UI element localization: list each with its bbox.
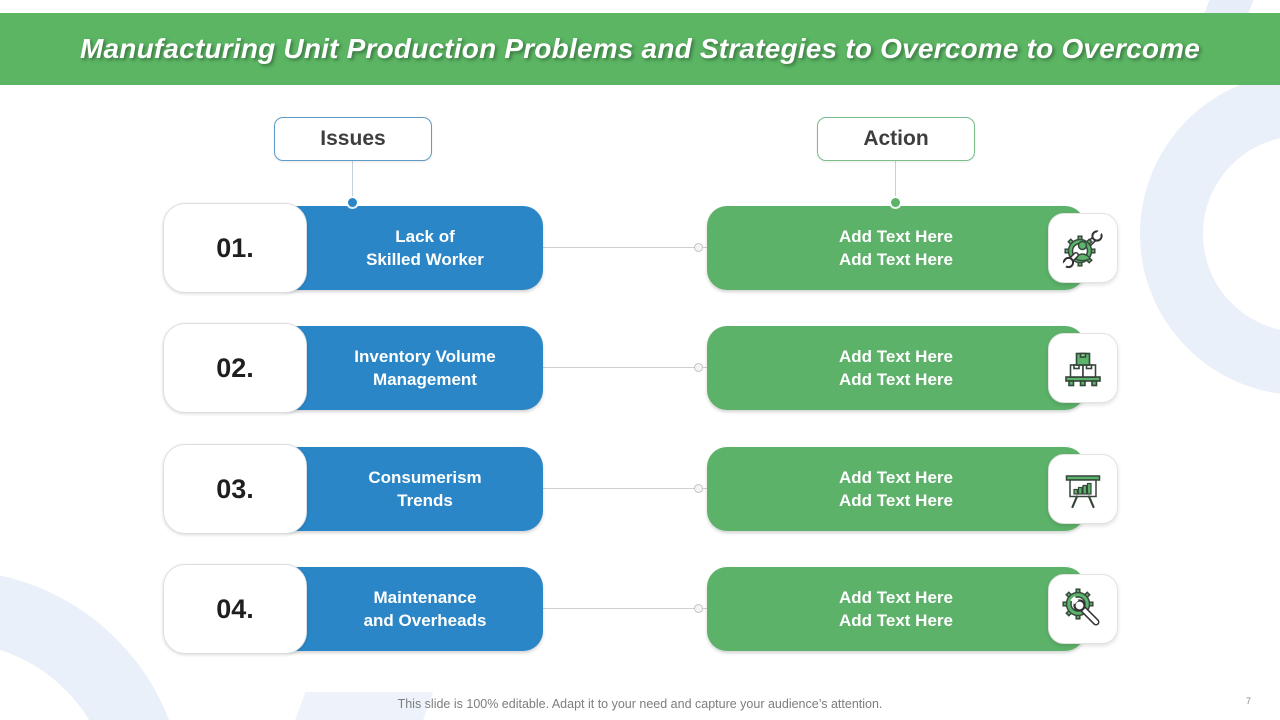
footer-note: This slide is 100% editable. Adapt it to…: [397, 697, 883, 711]
issue-text-line1: Lack of: [395, 227, 455, 246]
action-column-label: Action: [817, 117, 975, 161]
issue-text-line2: and Overheads: [363, 611, 487, 630]
decorative-wedge-top-right: [1204, 0, 1254, 13]
row-connector-line: [543, 367, 707, 368]
action-icon-box: [1048, 574, 1118, 644]
row-number: 01.: [216, 232, 254, 263]
action-box: Add Text Here Add Text Here: [707, 447, 1085, 531]
action-label-text: Action: [863, 127, 929, 150]
action-connector-dot: [891, 198, 900, 207]
action-text-line1: Add Text Here: [839, 347, 953, 366]
row-connector-dot: [694, 243, 703, 252]
action-icon-box: [1048, 333, 1118, 403]
row-connector-line: [543, 247, 707, 248]
inventory-pallet-icon: [1065, 352, 1101, 387]
row-connector-line: [543, 608, 707, 609]
issue-text-line1: Consumerism: [368, 468, 482, 487]
issues-label-text: Issues: [320, 127, 386, 150]
row-number: 02.: [216, 352, 254, 383]
action-text-line2: Add Text Here: [839, 250, 953, 269]
action-text-line2: Add Text Here: [839, 370, 953, 389]
action-box: Add Text Here Add Text Here: [707, 567, 1085, 651]
row-number-box: 04.: [163, 564, 307, 654]
action-icon-box: [1048, 213, 1118, 283]
issue-box: Maintenance and Overheads: [270, 567, 543, 651]
issue-box: Lack of Skilled Worker: [270, 206, 543, 290]
action-text-line2: Add Text Here: [839, 491, 953, 510]
issue-text-line1: Maintenance: [373, 588, 477, 607]
table-row: 01. Lack of Skilled Worker Add Text Here…: [0, 203, 1280, 293]
row-number-box: 03.: [163, 444, 307, 534]
issues-connector-line: [352, 161, 353, 199]
issue-text-line1: Inventory Volume: [354, 347, 496, 366]
table-row: 04. Maintenance and Overheads Add Text H…: [0, 564, 1280, 654]
action-box: Add Text Here Add Text Here: [707, 326, 1085, 410]
action-text-line1: Add Text Here: [839, 227, 953, 246]
row-connector-dot: [694, 363, 703, 372]
slide-header-bar: Manufacturing Unit Production Problems a…: [0, 13, 1280, 85]
action-connector-line: [895, 161, 896, 199]
issue-box: Consumerism Trends: [270, 447, 543, 531]
row-number: 04.: [216, 593, 254, 624]
maintenance-gear-wrench-icon: [1062, 588, 1100, 626]
page-number: 7: [1245, 696, 1251, 706]
bar-chart-presentation-icon: [1065, 475, 1101, 509]
issues-column-label: Issues: [274, 117, 432, 161]
action-text-line1: Add Text Here: [839, 468, 953, 487]
issue-text-line2: Skilled Worker: [366, 250, 484, 269]
issues-connector-dot: [348, 198, 357, 207]
row-number-box: 02.: [163, 323, 307, 413]
row-connector-line: [543, 488, 707, 489]
table-row: 03. Consumerism Trends Add Text Here Add…: [0, 444, 1280, 534]
action-text-line1: Add Text Here: [839, 588, 953, 607]
table-row: 02. Inventory Volume Management Add Text…: [0, 323, 1280, 413]
row-connector-dot: [694, 484, 703, 493]
issue-box: Inventory Volume Management: [270, 326, 543, 410]
page-title: Manufacturing Unit Production Problems a…: [79, 33, 1201, 64]
row-connector-dot: [694, 604, 703, 613]
skilled-worker-gear-icon: [1061, 228, 1104, 269]
row-number: 03.: [216, 473, 254, 504]
action-icon-box: [1048, 454, 1118, 524]
action-box: Add Text Here Add Text Here: [707, 206, 1085, 290]
issue-text-line2: Management: [373, 370, 477, 389]
issue-text-line2: Trends: [397, 491, 453, 510]
action-text-line2: Add Text Here: [839, 611, 953, 630]
row-number-box: 01.: [163, 203, 307, 293]
